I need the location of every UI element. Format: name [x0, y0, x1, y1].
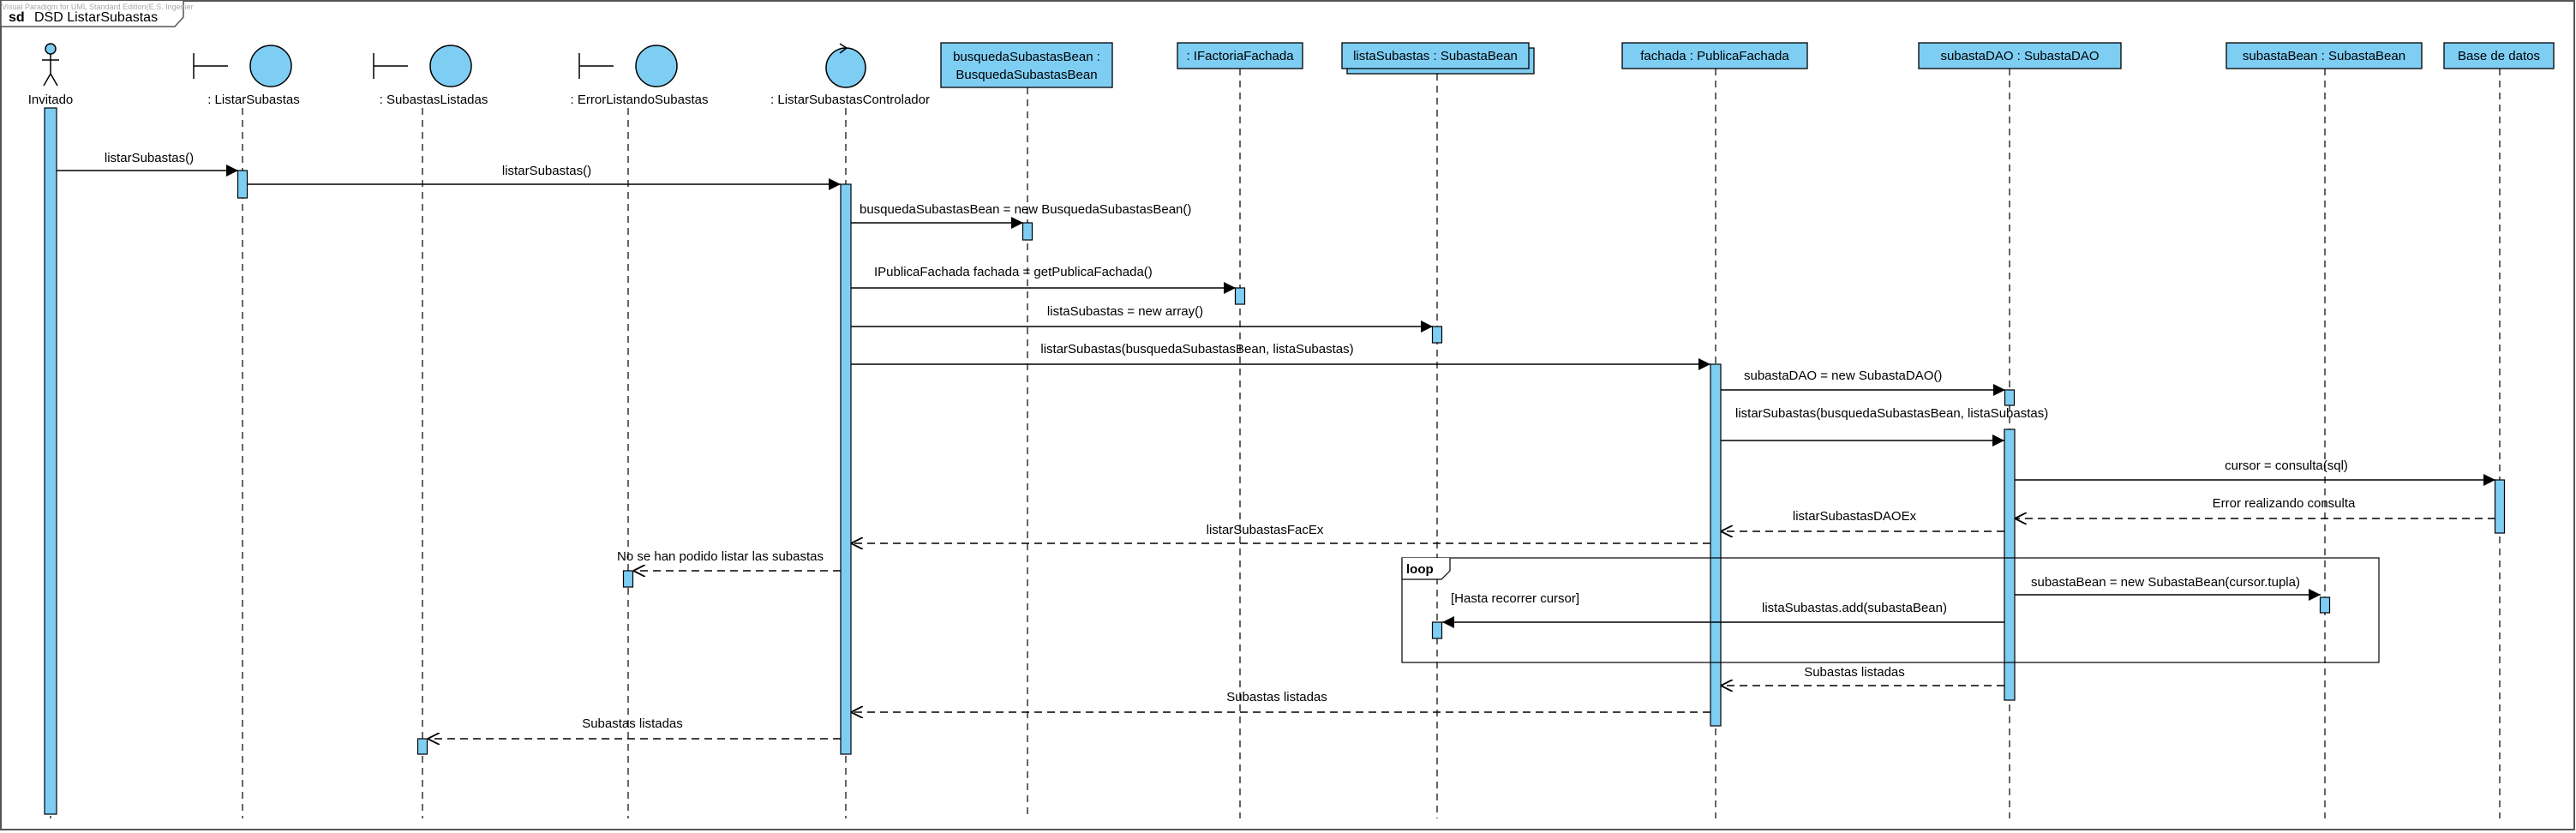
participant-label-listadas: : SubastasListadas: [380, 93, 488, 107]
actor-body-icon: [42, 54, 59, 87]
activation-error: [622, 570, 634, 588]
message-label-11: listarSubastasDAOEx: [1793, 509, 1917, 524]
activation-dao: [2004, 428, 2016, 701]
boundary-icon: [373, 53, 408, 79]
message-label-9: cursor = consulta(sql): [2225, 458, 2348, 473]
activation-invitado: [44, 107, 57, 815]
activation-ifac: [1234, 287, 1246, 305]
message-label-8: listarSubastas(busquedaSubastasBean, lis…: [1735, 406, 2048, 421]
message-label-17: Subastas listadas: [1226, 690, 1327, 704]
message-label-1: listarSubastas(): [105, 151, 194, 165]
activation-dao: [2004, 389, 2016, 406]
boundary-circle: [429, 45, 472, 87]
activation-bd: [2494, 479, 2506, 534]
activation-bars: [44, 107, 2506, 815]
actor-head-icon: [45, 43, 57, 55]
participant-box-bd: [2443, 42, 2555, 69]
watermark-text: Visual Paradigm for UML Standard Edition…: [2, 3, 194, 11]
activation-listar: [237, 170, 249, 199]
activation-ctrl: [840, 183, 852, 755]
boundary-icon: [193, 53, 228, 79]
loop-fragment: loop [Hasta recorrer cursor]: [1401, 557, 2380, 663]
participant-label-bd: Base de datos: [2458, 49, 2540, 63]
activation-bean: [2319, 596, 2331, 614]
participant-label2-busq: BusquedaSubastasBean: [956, 68, 1097, 82]
message-label-7: subastaDAO = new SubastaDAO(): [1744, 369, 1942, 383]
participant-box-dao: [1918, 42, 2122, 69]
participant-box-lista: [1341, 42, 1530, 69]
participant-label-invitado: Invitado: [28, 93, 74, 107]
activation-lista: [1431, 326, 1443, 344]
message-label-13: No se han podido listar las subastas: [617, 549, 824, 564]
participant-label-ctrl: : ListarSubastasControlador: [770, 93, 930, 107]
loop-guard: [Hasta recorrer cursor]: [1451, 591, 1579, 606]
participant-label-fachada: fachada : PublicaFachada: [1640, 49, 1789, 63]
frame-title: DSD ListarSubastas: [34, 10, 158, 25]
boundary-circle: [249, 45, 292, 87]
loop-tab: [1401, 558, 1451, 580]
participant-label-ifac: : IFactoriaFachada: [1186, 49, 1294, 63]
message-label-5: listaSubastas = new array(): [1047, 304, 1203, 319]
message-label-14: subastaBean = new SubastaBean(cursor.tup…: [2031, 575, 2300, 590]
frame-title-tab: [0, 1, 184, 27]
participant-label-dao: subastaDAO : SubastaDAO: [1940, 49, 2099, 63]
activation-fachada: [1710, 363, 1722, 727]
message-label-18: Subastas listadas: [582, 716, 683, 731]
lifelines: [50, 69, 2501, 818]
message-label-2: listarSubastas(): [502, 164, 591, 178]
message-label-10: Error realizando consulta: [2213, 496, 2356, 511]
messages: listarSubastas() listarSubastas() busqueda…: [57, 151, 2495, 739]
participant-label-lista: listaSubastas : SubastaBean: [1353, 49, 1518, 63]
boundary-circle: [635, 45, 678, 87]
loop-keyword: loop: [1406, 562, 1434, 577]
message-label-12: listarSubastasFacEx: [1207, 523, 1324, 537]
frame-keyword: sd: [9, 10, 25, 25]
participant-label-bean: subastaBean : SubastaBean: [2243, 49, 2405, 63]
message-label-16: Subastas listadas: [1804, 665, 1905, 680]
activation-lista: [1431, 621, 1443, 639]
message-label-6: listarSubastas(busquedaSubastasBean, lis…: [1040, 342, 1353, 357]
participant-label-busq: busquedaSubastasBean :: [953, 50, 1100, 64]
loop-frame: [1401, 557, 2380, 663]
activation-listadas: [416, 738, 428, 755]
message-label-3: busquedaSubastasBean = new BusquedaSubas…: [860, 202, 1191, 217]
participant-box-fachada: [1621, 42, 1808, 69]
control-circle-icon: [825, 47, 866, 88]
participant-label-listar: : ListarSubastas: [207, 93, 300, 107]
participant-heads: Invitado : ListarSubastas : SubastasListad…: [28, 42, 2555, 107]
participant-box-busq: [940, 42, 1113, 88]
participant-box-ifac: [1177, 42, 1303, 69]
boundary-icon: [578, 53, 614, 79]
message-label-4: IPublicaFachada fachada = getPublicaFach…: [874, 265, 1153, 279]
control-arrow-icon: [839, 43, 848, 54]
participant-box-bean: [2226, 42, 2423, 69]
activation-busq: [1021, 222, 1033, 241]
participant-label-error: : ErrorListandoSubastas: [571, 93, 709, 107]
message-label-15: listaSubastas.add(subastaBean): [1762, 601, 1947, 615]
